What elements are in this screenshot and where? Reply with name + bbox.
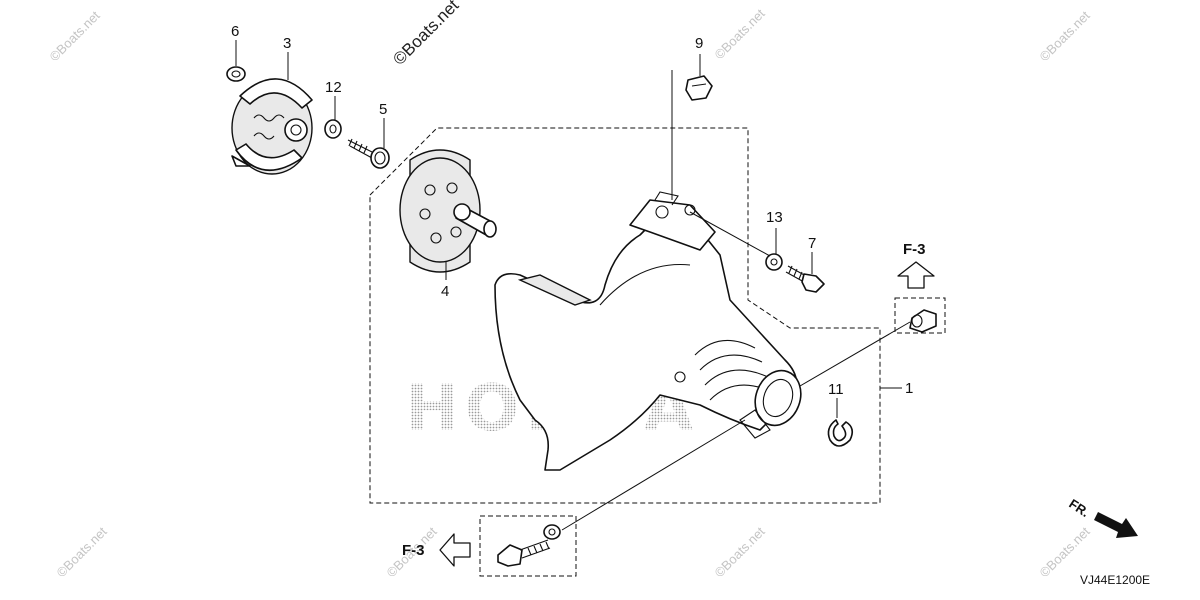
watermark: ©Boats.net: [54, 524, 110, 580]
arrow-up-icon: [897, 261, 935, 289]
clutch-assembly-part-3: [231, 78, 313, 175]
callout-5: 5: [379, 101, 387, 118]
washer-part-12: [324, 119, 342, 139]
reference-arrow-top: F-3: [897, 241, 935, 289]
front-label: FR.: [1066, 496, 1092, 520]
clutch-drum-part-4: [399, 149, 497, 273]
reference-label-bottom: F-3: [402, 542, 425, 559]
callout-7: 7: [808, 235, 816, 252]
callout-13: 13: [766, 209, 783, 226]
watermark: ©Boats.net: [712, 6, 768, 62]
watermark: ©Boats.net: [1037, 524, 1093, 580]
watermark: ©Boats.net: [712, 524, 768, 580]
clutch-housing-part-1: [494, 191, 802, 471]
snap-ring-part-11: [827, 419, 854, 447]
callout-3: 3: [283, 35, 291, 52]
assembly-outline: [369, 127, 881, 504]
watermark: ©Boats.net: [1037, 8, 1093, 64]
callout-12: 12: [325, 79, 342, 96]
bolt-part-ref-bottom: [497, 524, 561, 567]
bolt-part-7: [785, 265, 825, 293]
callout-6: 6: [231, 23, 239, 40]
arrow-left-icon: [439, 533, 471, 567]
ref-box-top: [894, 297, 946, 334]
leader-lines: [235, 40, 911, 531]
callout-4: 4: [441, 283, 449, 300]
reference-label-top: F-3: [903, 241, 926, 258]
bolt-part-5: [347, 138, 390, 169]
watermark: ©Boats.net: [47, 8, 103, 64]
front-arrow-icon: [1094, 512, 1138, 538]
watermark-main: ©Boats.net: [389, 0, 462, 69]
callout-labels: 6 3 12 5 4 9 13 7 11 1: [231, 23, 913, 398]
washer-part-6: [226, 66, 246, 82]
washer-part-13: [765, 253, 783, 271]
callout-9: 9: [695, 35, 703, 52]
reference-arrow-bottom: F-3: [402, 533, 471, 567]
nut-part-9: [685, 75, 713, 101]
callout-11: 11: [828, 381, 844, 398]
diagram-code: VJ44E1200E: [1080, 573, 1150, 587]
boss-part-ref-top: [909, 309, 937, 333]
callout-1: 1: [905, 380, 913, 397]
ref-box-bottom: [479, 515, 577, 577]
